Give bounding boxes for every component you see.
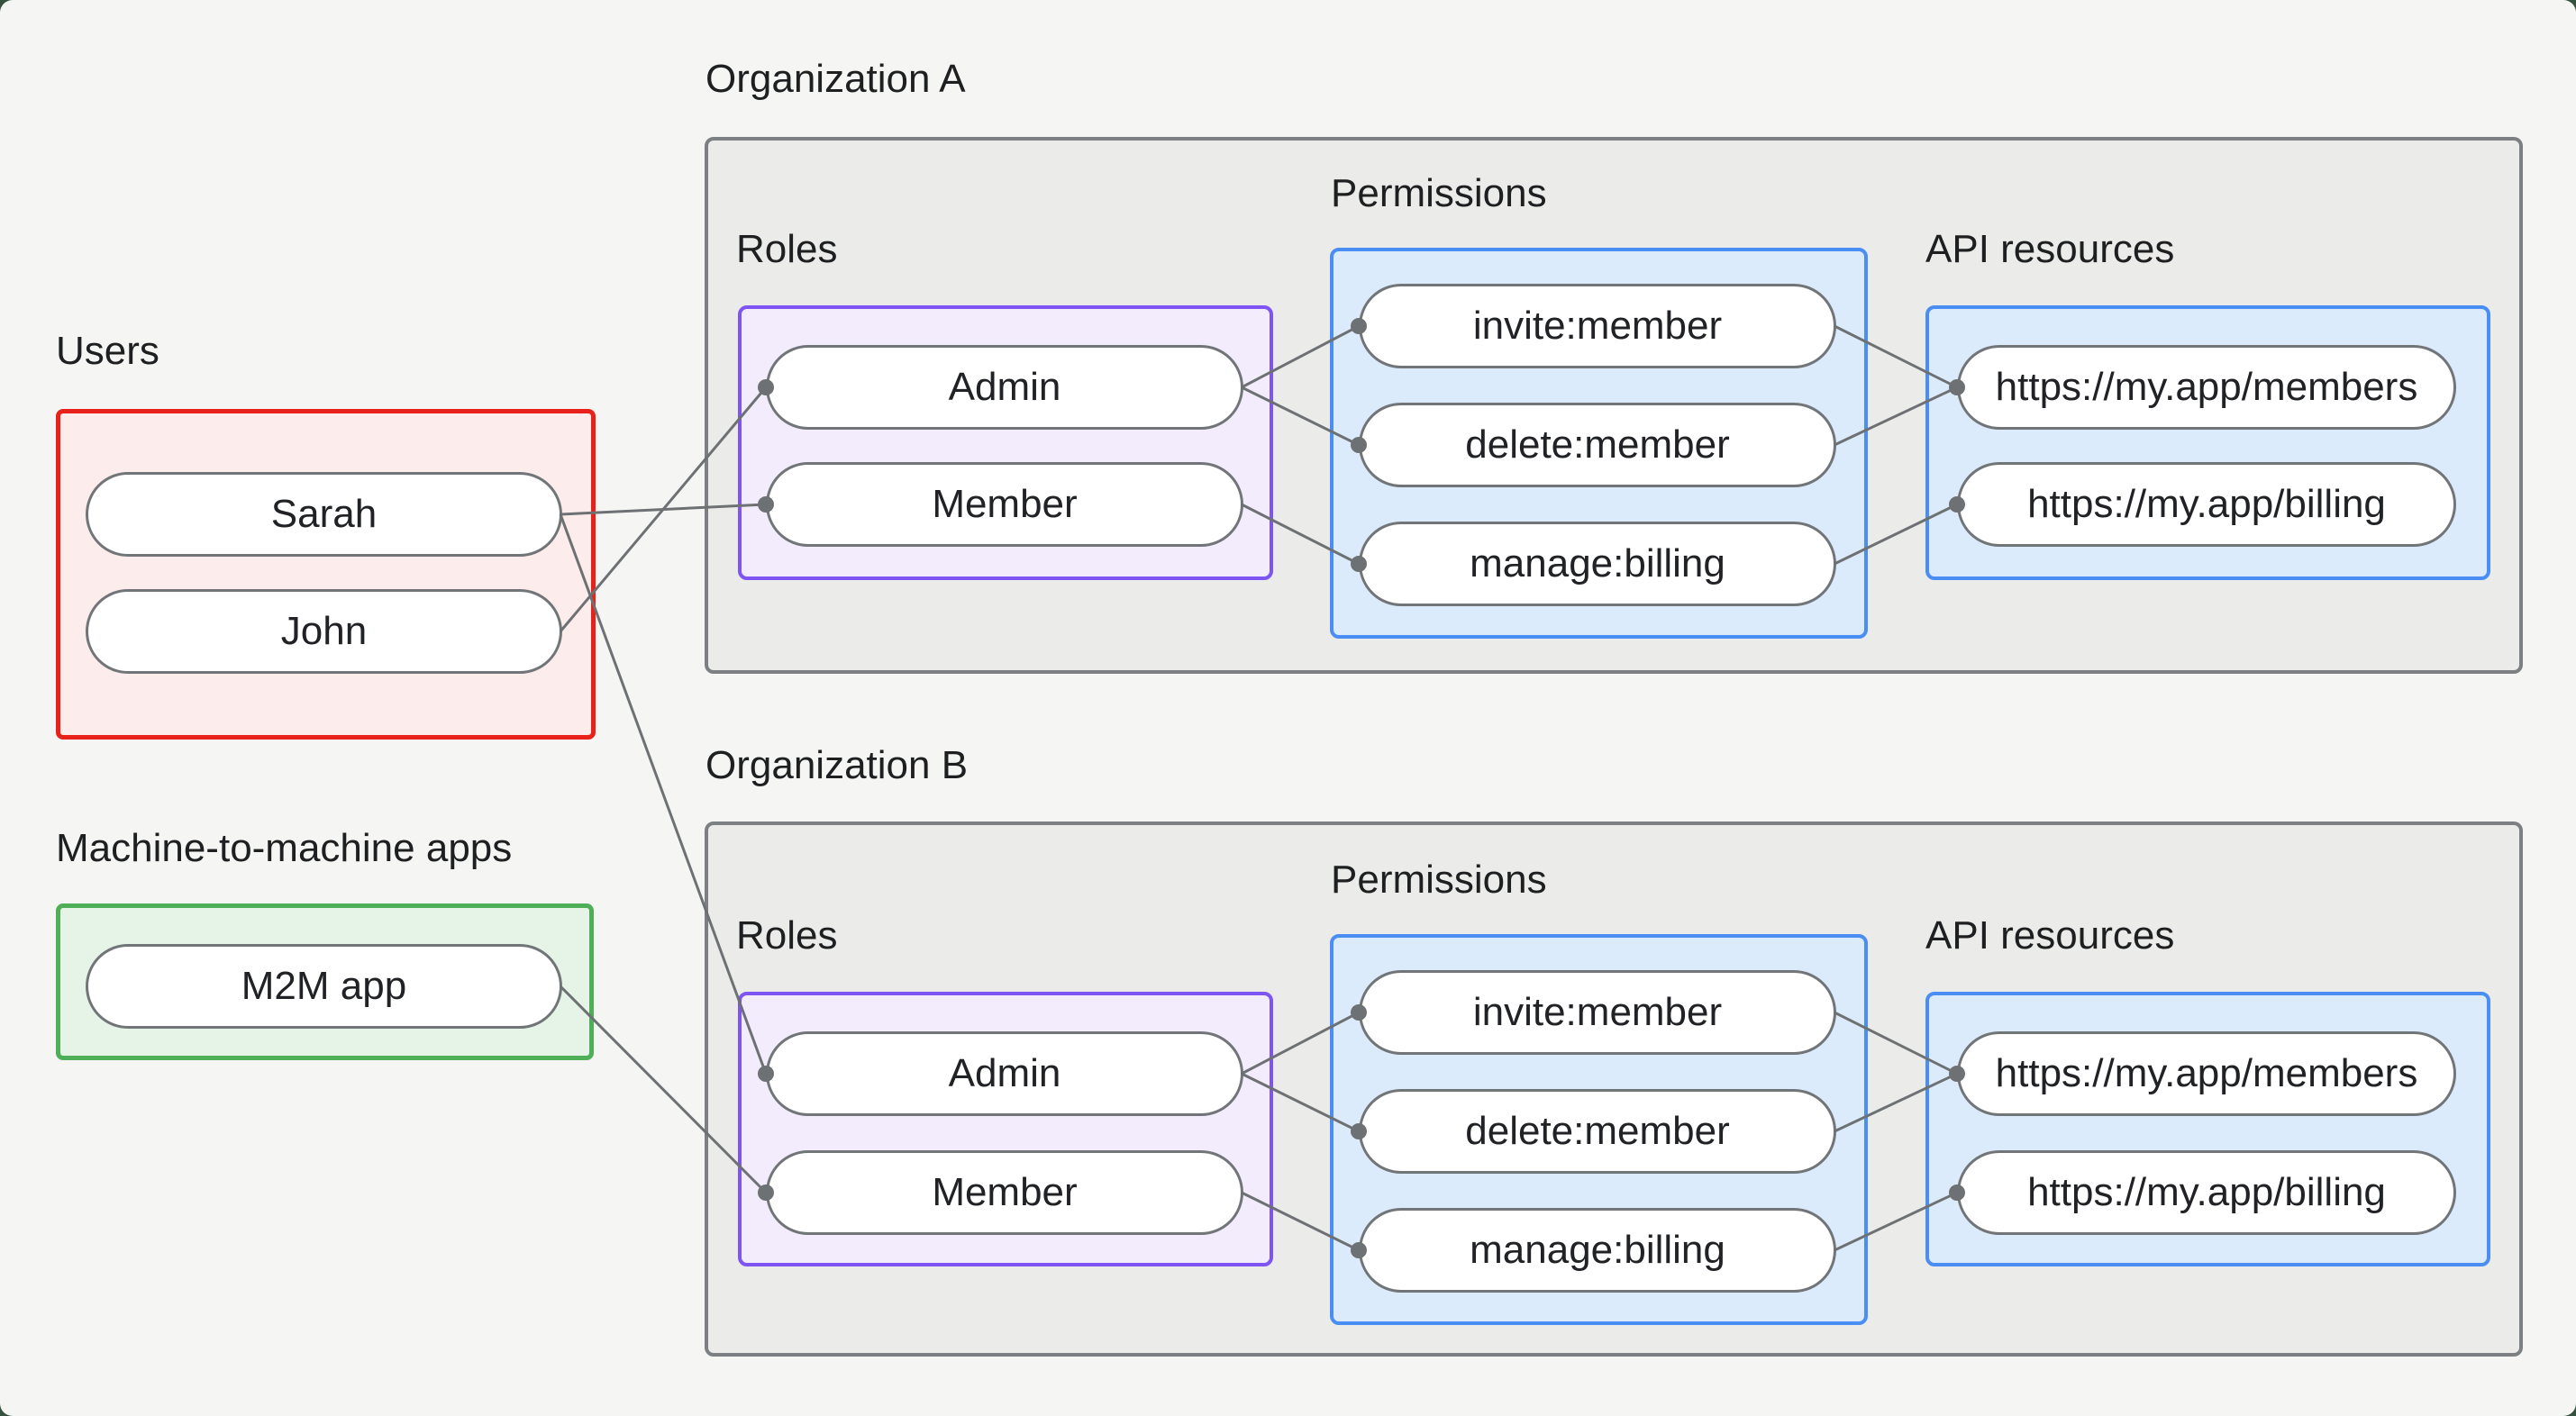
m2m-section-title: Machine-to-machine apps [56,826,513,870]
org-a-permission-manage-billing: manage:billing [1359,522,1836,606]
org-b-permission-manage-billing: manage:billing [1359,1208,1836,1293]
org-b-role-admin: Admin [766,1031,1243,1116]
org-a-permission-invite-member: invite:member [1359,284,1836,368]
org-a-api-billing: https://my.app/billing [1957,462,2456,547]
users-section-title: Users [56,329,159,373]
org-a-permissions-title: Permissions [1331,171,1547,215]
org-a-roles-title: Roles [736,227,838,271]
org-b-title: Organization B [705,743,969,787]
org-a-api-members: https://my.app/members [1957,345,2456,430]
org-a-title: Organization A [705,57,966,101]
org-a-role-member: Member [766,462,1243,547]
user-node-john: John [86,589,562,674]
org-b-api-members: https://my.app/members [1957,1031,2456,1116]
org-b-api-resources-title: API resources [1925,913,2175,958]
users-group-box [56,409,596,740]
org-a-role-admin: Admin [766,345,1243,430]
org-a-api-resources-title: API resources [1925,227,2175,271]
org-a-permission-delete-member: delete:member [1359,403,1836,487]
m2m-app-node: M2M app [86,944,562,1029]
org-b-api-billing: https://my.app/billing [1957,1150,2456,1235]
user-node-sarah: Sarah [86,472,562,557]
org-b-permissions-title: Permissions [1331,858,1547,902]
org-b-role-member: Member [766,1150,1243,1235]
org-b-permission-invite-member: invite:member [1359,970,1836,1055]
org-b-permission-delete-member: delete:member [1359,1089,1836,1174]
org-b-roles-title: Roles [736,913,838,958]
